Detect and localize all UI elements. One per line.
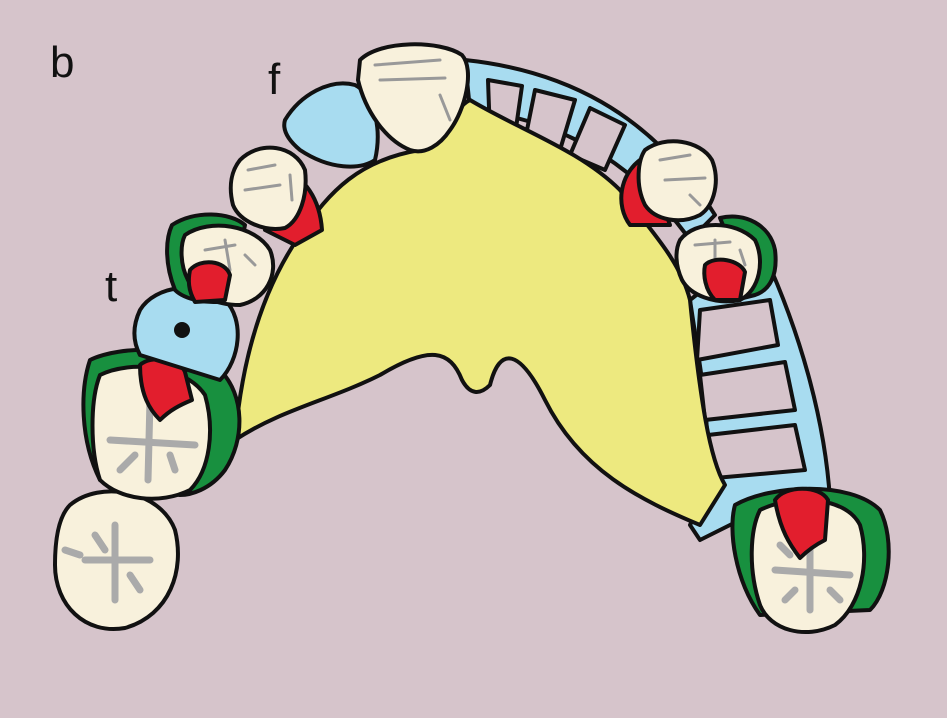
left-canine xyxy=(228,145,324,247)
panel-label: b xyxy=(50,38,75,87)
left-second-molar xyxy=(53,489,180,631)
label-f: f xyxy=(268,55,281,104)
artificial-tooth-f xyxy=(282,81,380,169)
right-premolar xyxy=(674,214,778,304)
dot-marker xyxy=(174,322,190,338)
central-incisor xyxy=(356,42,470,154)
right-molar xyxy=(730,486,891,635)
left-premolar xyxy=(165,212,276,307)
right-canine xyxy=(619,139,718,227)
label-t: t xyxy=(105,262,118,311)
right-posterior-connector xyxy=(688,243,832,542)
palatal-plate xyxy=(233,98,727,527)
